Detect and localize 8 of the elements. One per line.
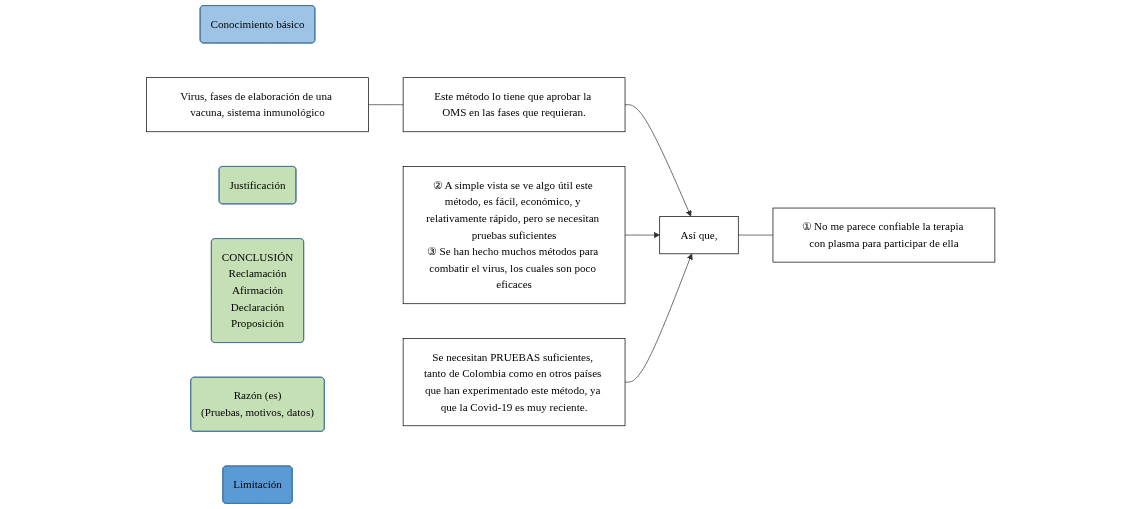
node-box: ② A simple vista se ve algo útil este método, es fácil, económico, y relativamente rápido, pero se necesitan pruebas suficientes ③ Se han hecho muchos métodos para combatir el virus, los cuales son poco eficaces bbox=[402, 166, 626, 305]
node-box: ① No me parece confiable la terapia con plasma para participar de ella bbox=[772, 207, 995, 263]
node-box: Se necesitan PRUEBAS suficientes, tanto de Colombia como en otros países que han experimentado este método, ya que la Covid-19 es muy reciente. bbox=[402, 338, 626, 427]
node-box: Virus, fases de elaboración de una vacuna, sistema inmunológico bbox=[146, 77, 369, 133]
node-box: Este método lo tiene que aprobar la OMS en las fases que requieran. bbox=[402, 77, 626, 133]
connector bbox=[737, 234, 774, 236]
connector bbox=[367, 104, 404, 106]
node-box: Así que, bbox=[659, 216, 739, 255]
